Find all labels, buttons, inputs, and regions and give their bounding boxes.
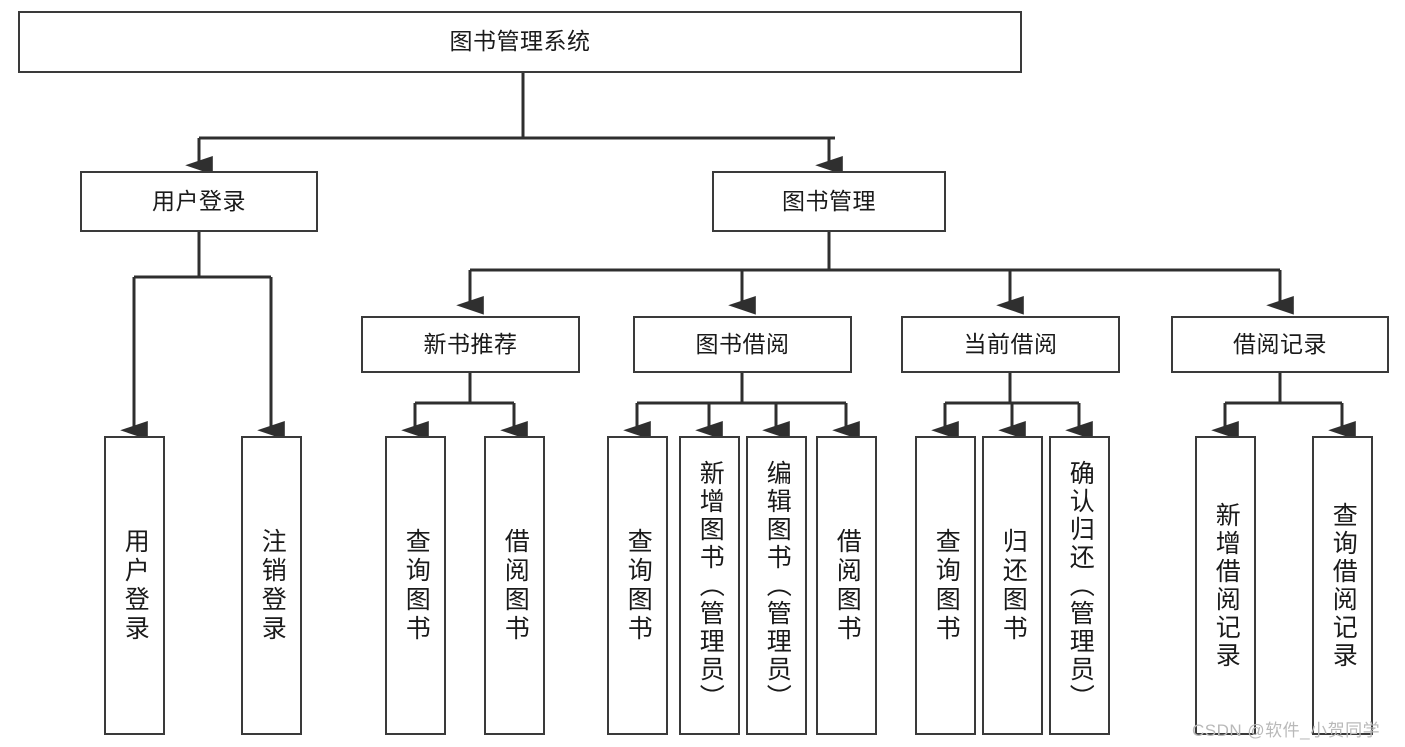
node-label: 图书管理	[782, 187, 876, 214]
node-label: 当前借阅	[963, 330, 1058, 357]
node-label: 用户登录	[121, 527, 150, 644]
node-label: 新书推荐	[423, 330, 518, 357]
node-user-login[interactable]: 用户登录	[80, 171, 318, 232]
node-label: 借阅图书	[833, 527, 862, 644]
node-leaf-add-book[interactable]: 新增图书（管理员）	[679, 436, 740, 735]
node-label: 图书管理系统	[449, 28, 591, 55]
node-label: 查询图书	[932, 527, 961, 644]
node-leaf-user-logout[interactable]: 注销登录	[241, 436, 302, 735]
node-label: 编辑图书（管理员）	[763, 459, 792, 712]
node-leaf-add-record[interactable]: 新增借阅记录	[1195, 436, 1256, 735]
node-leaf-return-book[interactable]: 归还图书	[982, 436, 1043, 735]
node-leaf-borrow-book-2[interactable]: 借阅图书	[816, 436, 877, 735]
node-label: 注销登录	[258, 527, 287, 644]
node-label: 图书借阅	[695, 330, 790, 357]
node-root-system[interactable]: 图书管理系统	[18, 11, 1022, 73]
node-label: 新增借阅记录	[1212, 501, 1241, 670]
node-label: 新增图书（管理员）	[696, 459, 725, 712]
node-label: 借阅记录	[1233, 330, 1327, 357]
node-label: 查询借阅记录	[1329, 501, 1358, 670]
node-leaf-borrow-book-1[interactable]: 借阅图书	[484, 436, 545, 735]
node-label: 借阅图书	[501, 527, 530, 644]
node-leaf-query-record[interactable]: 查询借阅记录	[1312, 436, 1373, 735]
node-book-borrow[interactable]: 图书借阅	[633, 316, 852, 373]
node-label: 查询图书	[624, 527, 653, 644]
node-label: 归还图书	[999, 527, 1028, 644]
node-label: 查询图书	[402, 527, 431, 644]
node-leaf-query-book-2[interactable]: 查询图书	[607, 436, 668, 735]
node-leaf-user-login[interactable]: 用户登录	[104, 436, 165, 735]
node-leaf-edit-book[interactable]: 编辑图书（管理员）	[746, 436, 807, 735]
node-label: 用户登录	[152, 187, 246, 214]
node-borrow-record[interactable]: 借阅记录	[1171, 316, 1389, 373]
csdn-watermark: CSDN @软件_小贺同学	[1192, 721, 1381, 740]
node-new-book-recommend[interactable]: 新书推荐	[361, 316, 580, 373]
node-leaf-query-book-1[interactable]: 查询图书	[385, 436, 446, 735]
node-book-manage[interactable]: 图书管理	[712, 171, 946, 232]
node-leaf-query-book-3[interactable]: 查询图书	[915, 436, 976, 735]
node-leaf-confirm-return[interactable]: 确认归还（管理员）	[1049, 436, 1110, 735]
node-current-borrow[interactable]: 当前借阅	[901, 316, 1120, 373]
node-label: 确认归还（管理员）	[1066, 459, 1095, 712]
